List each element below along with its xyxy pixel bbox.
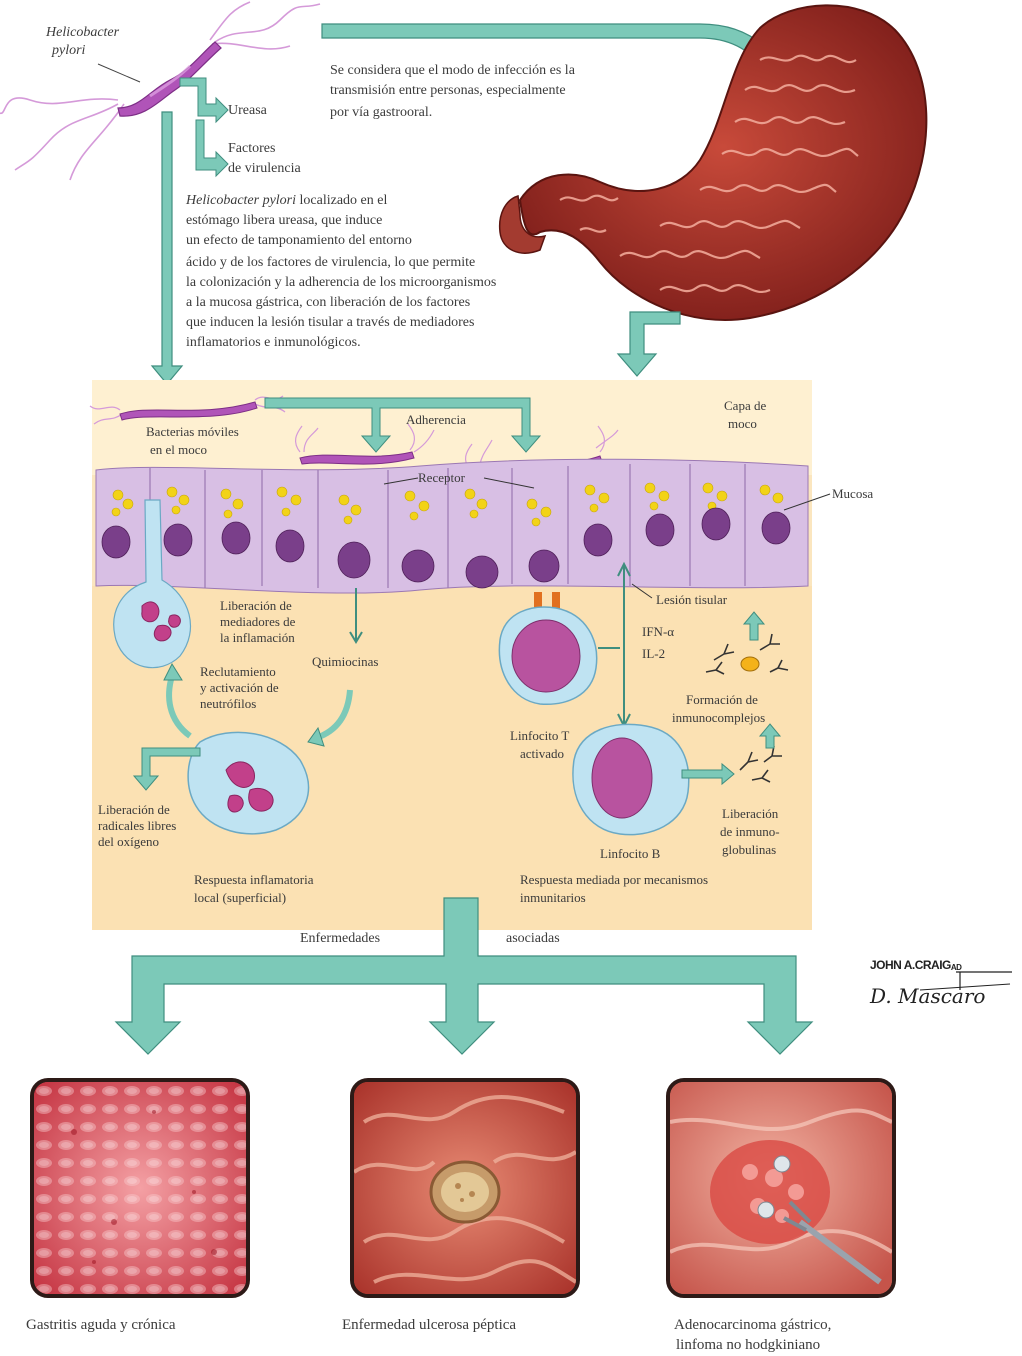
il2-label: IL-2 [642, 646, 665, 662]
mechanism-organism: Helicobacter pylori [186, 193, 296, 208]
arrow-to-urease [180, 78, 228, 122]
virulence-label-line2: de virulencia [228, 160, 301, 178]
disease-caption-adenocarcinoma-line2: linfoma no hodgkiniano [676, 1336, 820, 1354]
mechanism-text-line7: que inducen la lesión tisular a través d… [186, 314, 474, 332]
virulence-label-line1: Factores [228, 140, 275, 158]
disease-caption-adenocarcinoma-line1: Adenocarcinoma gástrico, [674, 1316, 831, 1334]
bacterium-to-tissue-arrow [152, 112, 182, 384]
t-cell-label-line1: Linfocito T [510, 728, 569, 744]
organism-name-line2: pylori [52, 42, 85, 60]
associated-label-right: asociadas [506, 930, 560, 948]
stomach-to-tissue-arrow [618, 312, 680, 376]
t-cell-label-line2: activado [520, 746, 564, 762]
artist-signature-1-suffix: AD [951, 963, 962, 972]
b-cell-label: Linfocito B [600, 846, 660, 862]
local-response-label-line1: Respuesta inflamatoria [194, 872, 314, 888]
mechanism-text-line5: la colonización y la adherencia de los m… [186, 274, 496, 292]
organism-name-line1: Helicobacter [46, 24, 119, 42]
adherence-label: Adherencia [406, 412, 466, 428]
mucus-layer-label-line1: Capa de [724, 398, 766, 414]
mediators-label-line3: la inflamación [220, 630, 295, 646]
adenocarcinoma-illustration [670, 1082, 892, 1294]
transmission-text-line2: transmisión entre personas, especialment… [330, 82, 566, 100]
immunocomplex-label-line1: Formación de [686, 692, 758, 708]
artist-signature-1: JOHN A.CRAIGAD [870, 958, 961, 972]
arrow-to-virulence [196, 120, 228, 176]
mechanism-text-line8: inflamatorios e inmunológicos. [186, 334, 361, 352]
recruitment-label-line3: neutrófilos [200, 696, 256, 712]
gastritis-illustration [34, 1082, 246, 1294]
immunocomplex-label-line2: inmunocomplejos [672, 710, 765, 726]
immunoglobulin-label-line3: globulinas [722, 842, 776, 858]
disease-caption-gastritis: Gastritis aguda y crónica [26, 1316, 176, 1334]
ulcer-illustration [354, 1082, 576, 1294]
mediators-label-line1: Liberación de [220, 598, 292, 614]
stomach-illustration [500, 5, 927, 320]
mechanism-line1-rest: localizado en el [296, 193, 387, 208]
mechanism-text-line1: Helicobacter pylori localizado en el [186, 192, 387, 210]
mechanism-text-line3: un efecto de tamponamiento del entorno [186, 232, 412, 250]
radicals-label-line1: Liberación de [98, 802, 170, 818]
gastritis-image [30, 1078, 250, 1298]
radicals-label-line2: radicales libres [98, 818, 176, 834]
adenocarcinoma-image [666, 1078, 896, 1298]
immunoglobulin-label-line2: de inmuno- [720, 824, 780, 840]
immunoglobulin-label-line1: Liberación [722, 806, 778, 822]
tissue-injury-label: Lesión tisular [656, 592, 727, 608]
chemokines-label: Quimiocinas [312, 654, 378, 670]
transmission-text-line1: Se considera que el modo de infección es… [330, 62, 575, 80]
ifn-alpha-label: IFN-α [642, 624, 674, 640]
mediators-label-line2: mediadores de [220, 614, 295, 630]
antigen [741, 657, 759, 671]
recruitment-label-line2: y activación de [200, 680, 279, 696]
ulcer-image [350, 1078, 580, 1298]
urease-label: Ureasa [228, 102, 267, 120]
pointer-line [98, 64, 140, 82]
immune-response-label-line1: Respuesta mediada por mecanismos [520, 872, 708, 888]
artist-signature-1-name: JOHN A.CRAIG [870, 958, 951, 972]
b-lymphocyte [573, 724, 689, 834]
immune-response-label-line2: inmunitarios [520, 890, 586, 906]
recruitment-label-line1: Reclutamiento [200, 664, 276, 680]
mucosa-label: Mucosa [832, 486, 873, 502]
mechanism-text-line2: estómago libera ureasa, que induce [186, 212, 382, 230]
disease-caption-ulcer: Enfermedad ulcerosa péptica [342, 1316, 516, 1334]
receptor-label: Receptor [418, 470, 465, 486]
mucus-layer-label-line2: moco [728, 416, 757, 432]
radicals-label-line3: del oxígeno [98, 834, 159, 850]
mechanism-text-line4: ácido y de los factores de virulencia, l… [186, 254, 475, 272]
local-response-label-line2: local (superficial) [194, 890, 286, 906]
transmission-text-line3: por vía gastrooral. [330, 104, 432, 122]
associated-label-left: Enfermedades [300, 930, 380, 948]
motile-bacteria-label-line2: en el moco [150, 442, 207, 458]
mechanism-text-line6: a la mucosa gástrica, con liberación de … [186, 294, 470, 312]
motile-bacteria-label-line1: Bacterias móviles [146, 424, 239, 440]
artist-signature-2: D. Mascaro [870, 984, 985, 1008]
